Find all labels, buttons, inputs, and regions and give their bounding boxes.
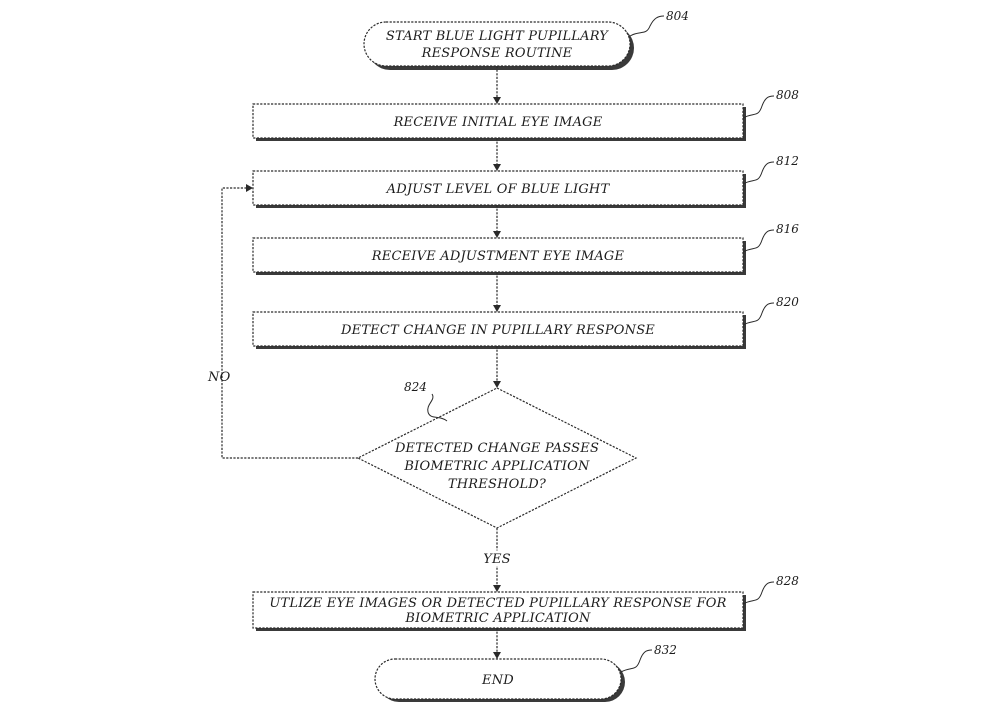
ref-816: 816 — [776, 222, 799, 236]
yes-branch-label: YES — [483, 552, 511, 567]
step-box-utilize-eye-images: UTLIZE EYE IMAGES OR DETECTED PUPILLARY … — [252, 591, 746, 631]
step-box-receive-adjustment-eye-image: RECEIVE ADJUSTMENT EYE IMAGE — [252, 237, 746, 275]
ref-leader-812 — [742, 161, 775, 185]
arrowhead-816 — [493, 231, 501, 238]
decision-label-line-3: THRESHOLD? — [448, 477, 547, 492]
step-label-812: ADJUST LEVEL OF BLUE LIGHT — [386, 182, 611, 197]
arrowhead-828 — [493, 585, 501, 592]
step-label-820: DETECT CHANGE IN PUPILLARY RESPONSE — [340, 323, 655, 338]
step-box-receive-initial-eye-image: RECEIVE INITIAL EYE IMAGE — [252, 103, 746, 141]
ref-804: 804 — [666, 9, 689, 23]
end-label: END — [481, 673, 514, 688]
start-label-line-2: RESPONSE ROUTINE — [421, 46, 573, 61]
ref-leader-832 — [620, 649, 653, 673]
ref-820: 820 — [776, 295, 799, 309]
ref-leader-824 — [427, 393, 448, 422]
start-label-line-1: START BLUE LIGHT PUPILLARY — [386, 29, 609, 44]
step-label-828-line-2: BIOMETRIC APPLICATION — [404, 611, 591, 626]
end-terminal: END — [374, 658, 625, 702]
step-label-808: RECEIVE INITIAL EYE IMAGE — [393, 115, 603, 130]
connector-no-loop — [221, 187, 358, 459]
ref-leader-816 — [742, 229, 775, 253]
yes-label-mask: YES — [483, 552, 511, 567]
decision-label-line-2: BIOMETRIC APPLICATION — [403, 459, 590, 474]
arrowhead-no-loop — [246, 184, 253, 192]
arrowhead-824 — [493, 381, 501, 388]
ref-leader-804 — [629, 15, 665, 37]
ref-808: 808 — [776, 88, 799, 102]
step-label-828-line-1: UTLIZE EYE IMAGES OR DETECTED PUPILLARY … — [269, 596, 726, 611]
decision-label-line-1: DETECTED CHANGE PASSES — [394, 441, 599, 456]
no-branch-label: NO — [207, 370, 231, 385]
decision-diamond: DETECTED CHANGE PASSES BIOMETRIC APPLICA… — [356, 387, 638, 529]
start-terminal: START BLUE LIGHT PUPILLARY RESPONSE ROUT… — [363, 21, 634, 70]
ref-leader-820 — [742, 302, 775, 326]
arrowhead-end — [493, 652, 501, 659]
ref-leader-808 — [742, 95, 775, 119]
ref-832: 832 — [654, 643, 677, 657]
step-box-adjust-level-of-blue-light: ADJUST LEVEL OF BLUE LIGHT — [252, 170, 746, 208]
arrowhead-808 — [493, 97, 501, 104]
ref-812: 812 — [776, 154, 799, 168]
arrowhead-812 — [493, 164, 501, 171]
arrowhead-820 — [493, 305, 501, 312]
ref-828: 828 — [776, 574, 799, 588]
ref-leader-828 — [742, 581, 775, 605]
step-label-816: RECEIVE ADJUSTMENT EYE IMAGE — [371, 249, 625, 264]
ref-824: 824 — [404, 380, 427, 394]
step-box-detect-change-in-pupillary-response: DETECT CHANGE IN PUPILLARY RESPONSE — [252, 311, 746, 349]
